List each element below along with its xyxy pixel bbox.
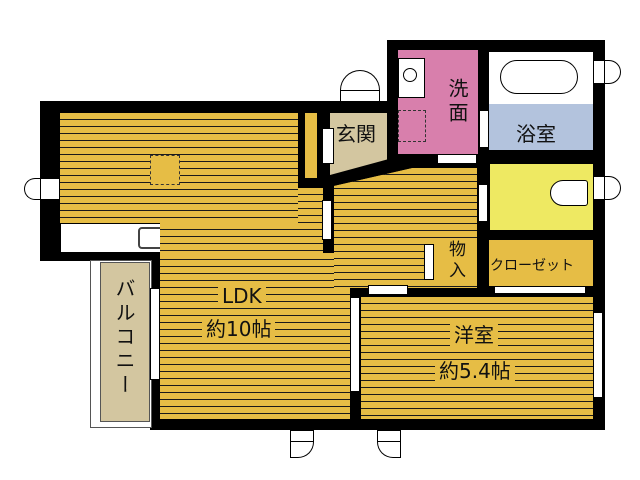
hallway-storage-door[interactable] bbox=[368, 285, 408, 295]
western-room-area: 約5.4帖 bbox=[435, 360, 515, 383]
ldk-left-window-swing bbox=[24, 178, 40, 200]
western-bottom-window-swing bbox=[377, 442, 401, 458]
ldk-area: 約10帖 bbox=[202, 318, 276, 341]
closet-floor bbox=[489, 240, 593, 286]
washbasin-icon bbox=[403, 68, 417, 82]
bathroom-door[interactable] bbox=[479, 110, 489, 148]
washroom-label: 洗面 bbox=[445, 78, 469, 126]
entrance-door-swing bbox=[340, 70, 380, 90]
western-room-name: 洋室 bbox=[450, 324, 498, 347]
bathroom-window-swing bbox=[605, 60, 621, 84]
washer-space-icon bbox=[398, 110, 426, 142]
balcony-floor bbox=[100, 262, 150, 422]
balcony-label: バルコニー bbox=[112, 278, 136, 398]
closet-label: クローゼット bbox=[490, 258, 574, 274]
bathtub-icon bbox=[500, 60, 578, 94]
balcony-window[interactable] bbox=[150, 288, 160, 380]
washroom-door[interactable] bbox=[437, 154, 477, 164]
entrance-inner-door[interactable] bbox=[322, 128, 334, 164]
western-bottom-window[interactable] bbox=[377, 430, 401, 442]
toilet-icon bbox=[550, 180, 588, 206]
storage-door[interactable] bbox=[424, 244, 434, 280]
entrance-door[interactable] bbox=[340, 90, 380, 102]
ldk-name: LDK bbox=[218, 285, 266, 308]
toilet-window-swing bbox=[605, 176, 621, 200]
ldk-connector-floor bbox=[298, 188, 323, 225]
bathroom-window[interactable] bbox=[593, 60, 605, 84]
entrance-shoe-box bbox=[305, 113, 317, 178]
ldk-western-sliding-door[interactable] bbox=[350, 297, 360, 392]
ldk-left-window[interactable] bbox=[40, 178, 60, 200]
storage-floor bbox=[433, 240, 477, 286]
toilet-door[interactable] bbox=[478, 184, 488, 222]
storage-label: 物入 bbox=[445, 240, 465, 282]
ldk-bottom-window[interactable] bbox=[290, 430, 314, 442]
hallway-floor bbox=[334, 168, 477, 288]
bathroom-label: 浴室 bbox=[516, 122, 556, 146]
western-room-window[interactable] bbox=[593, 312, 603, 398]
closet-door[interactable] bbox=[494, 286, 586, 294]
ldk-bottom-window-swing bbox=[290, 442, 314, 458]
entrance-label: 玄関 bbox=[336, 122, 376, 146]
vent-icon bbox=[150, 155, 180, 185]
toilet-window[interactable] bbox=[593, 176, 605, 200]
ldk-hallway-door[interactable] bbox=[322, 200, 332, 240]
western-room-floor bbox=[361, 297, 593, 419]
bathroom-floor bbox=[489, 104, 593, 150]
